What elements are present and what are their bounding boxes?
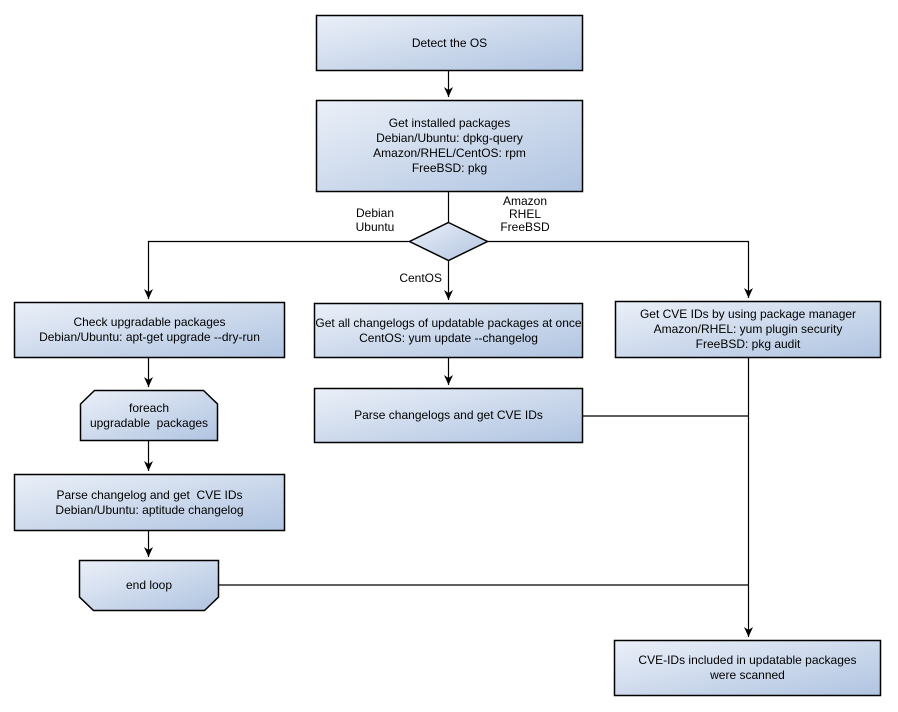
branch-label-line: FreeBSD <box>500 220 550 234</box>
edge-decision-to-check-upgradable <box>144 240 410 299</box>
branch-label-centos: CentOS <box>380 271 442 285</box>
shape-get-cve-ids-pkg-manager <box>614 300 882 359</box>
branch-label-line: Debian <box>355 206 395 220</box>
shape-get-all-changelogs <box>313 302 584 359</box>
shape-check-upgradable-packages <box>13 301 286 359</box>
shape-end-loop <box>78 559 220 612</box>
edge-decision-to-get-cve-ids <box>487 240 753 298</box>
branch-label-amazon-rhel-freebsd: Amazon RHEL FreeBSD <box>485 195 565 234</box>
shape-foreach-loop-start <box>79 389 219 442</box>
shape-parse-changelogs <box>313 387 584 444</box>
branch-label-line: Ubuntu <box>355 220 395 234</box>
shape-detect-os <box>315 14 584 72</box>
branch-label-line: CentOS <box>399 271 442 285</box>
shape-parse-changelog <box>13 473 286 532</box>
branch-label-debian-ubuntu: Debian Ubuntu <box>335 206 415 234</box>
branch-label-line: RHEL <box>508 207 541 221</box>
shape-get-installed-packages <box>315 99 584 193</box>
shape-os-decision-diamond <box>407 221 490 262</box>
shape-cve-ids-scanned <box>613 639 882 697</box>
branch-label-line: Amazon <box>502 194 548 208</box>
